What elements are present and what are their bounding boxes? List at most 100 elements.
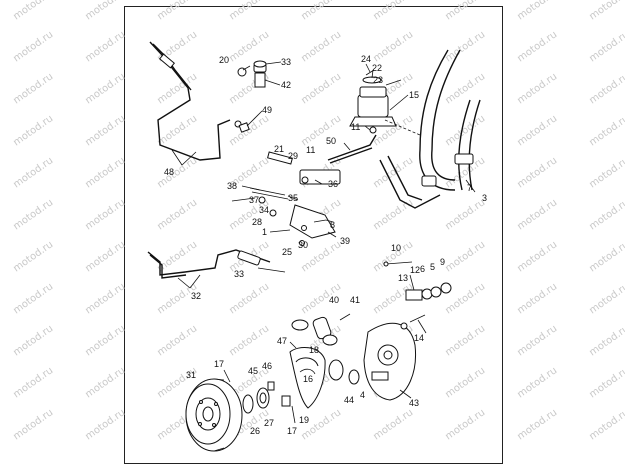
callout-18: 18 <box>309 345 319 355</box>
fitting-49 <box>238 122 250 133</box>
watermark-text: motod.ru <box>11 281 55 316</box>
watermark-text: motod.ru <box>371 0 415 22</box>
watermark-text: motod.ru <box>443 113 487 148</box>
watermark-text: motod.ru <box>515 0 559 22</box>
watermark-text: motod.ru <box>587 71 625 106</box>
watermark-text: motod.ru <box>515 281 559 316</box>
watermark-text: motod.ru <box>299 113 343 148</box>
watermark-text: motod.ru <box>587 239 625 274</box>
watermark-text: motod.ru <box>83 155 127 190</box>
callout-50: 50 <box>326 136 336 146</box>
callout-49: 49 <box>262 105 272 115</box>
sensor-parts-20-33-42 <box>237 60 267 88</box>
frame-tubes <box>379 49 481 209</box>
watermark-text: motod.ru <box>83 29 127 64</box>
callout-33-upper: 33 <box>281 57 291 67</box>
watermark-text: motod.ru <box>83 239 127 274</box>
watermark-text: motod.ru <box>443 323 487 358</box>
callout-21: 21 <box>274 144 284 154</box>
callout-34: 34 <box>259 205 269 215</box>
callout-19: 19 <box>299 415 309 425</box>
watermark-text: motod.ru <box>11 0 55 22</box>
watermark-text: motod.ru <box>11 323 55 358</box>
callout-31: 31 <box>186 370 196 380</box>
callout-29: 29 <box>288 151 298 161</box>
watermark-text: motod.ru <box>227 281 271 316</box>
watermark-text: motod.ru <box>587 155 625 190</box>
callout-47: 47 <box>277 336 287 346</box>
watermark-text: motod.ru <box>11 113 55 148</box>
callout-45: 45 <box>248 366 258 376</box>
watermark-text: motod.ru <box>155 155 199 190</box>
callout-28: 28 <box>252 217 262 227</box>
watermark-text: motod.ru <box>83 281 127 316</box>
watermark-text: motod.ru <box>515 71 559 106</box>
callout-35: 35 <box>288 193 298 203</box>
watermark-text: motod.ru <box>371 407 415 442</box>
watermark-text: motod.ru <box>299 71 343 106</box>
callout-13: 13 <box>398 273 408 283</box>
brake-cable-lower <box>147 249 286 279</box>
watermark-text: motod.ru <box>155 323 199 358</box>
callout-38: 38 <box>227 181 237 191</box>
callout-48: 48 <box>164 167 174 177</box>
watermark-text: motod.ru <box>155 113 199 148</box>
callout-42: 42 <box>281 80 291 90</box>
callout-30: 30 <box>298 240 308 250</box>
callout-10: 10 <box>391 243 401 253</box>
watermark-text: motod.ru <box>515 323 559 358</box>
callout-44: 44 <box>344 395 354 405</box>
callout-4: 4 <box>360 390 365 400</box>
callout-15: 15 <box>409 90 419 100</box>
callout-14: 14 <box>414 333 424 343</box>
watermark-text: motod.ru <box>83 0 127 22</box>
watermark-text: motod.ru <box>443 29 487 64</box>
watermark-text: motod.ru <box>443 365 487 400</box>
callout-33-lower: 33 <box>234 269 244 279</box>
watermark-text: motod.ru <box>443 407 487 442</box>
watermark-text: motod.ru <box>443 0 487 22</box>
watermark-text: motod.ru <box>515 407 559 442</box>
watermark-text: motod.ru <box>227 323 271 358</box>
watermark-text: motod.ru <box>11 239 55 274</box>
watermark-text: motod.ru <box>587 323 625 358</box>
callout-27: 27 <box>264 418 274 428</box>
watermark-text: motod.ru <box>587 197 625 232</box>
watermark-text: motod.ru <box>83 197 127 232</box>
watermark-text: motod.ru <box>155 71 199 106</box>
callout-17-upper: 17 <box>214 359 224 369</box>
watermark-text: motod.ru <box>443 197 487 232</box>
watermark-text: motod.ru <box>155 0 199 22</box>
master-cylinder-linkage <box>249 151 341 246</box>
hub-parts-44 <box>328 359 360 385</box>
watermark-text: motod.ru <box>515 365 559 400</box>
bearings-26-27-45-46 <box>242 381 275 414</box>
callout-8: 8 <box>330 220 335 230</box>
watermark-text: motod.ru <box>443 239 487 274</box>
watermark-text: motod.ru <box>83 323 127 358</box>
watermark-text: motod.ru <box>515 113 559 148</box>
watermark-text: motod.ru <box>443 71 487 106</box>
brake-shoes <box>281 347 326 409</box>
callout-7: 7 <box>467 183 472 193</box>
watermark-text: motod.ru <box>587 281 625 316</box>
watermark-text: motod.ru <box>11 197 55 232</box>
watermark-text: motod.ru <box>11 71 55 106</box>
watermark-text: motod.ru <box>299 0 343 22</box>
callout-labels: 1 3 4 5 6 7 8 9 10 11 11 12 13 14 15 16 … <box>164 54 487 436</box>
watermark-text: motod.ru <box>515 239 559 274</box>
watermark-text: motod.ru <box>11 407 55 442</box>
callout-26: 26 <box>250 426 260 436</box>
watermark-text: motod.ru <box>11 365 55 400</box>
watermark-text: motod.ru <box>587 0 625 22</box>
backing-plate-43 <box>363 314 426 401</box>
callout-32: 32 <box>191 291 201 301</box>
callout-17-lower: 17 <box>287 426 297 436</box>
caliper-pistons-40-47 <box>291 313 351 346</box>
callout-43: 43 <box>409 398 419 408</box>
callout-36: 36 <box>328 179 338 189</box>
callout-25: 25 <box>282 247 292 257</box>
callout-6: 6 <box>420 264 425 274</box>
brake-drum-31 <box>185 378 243 452</box>
